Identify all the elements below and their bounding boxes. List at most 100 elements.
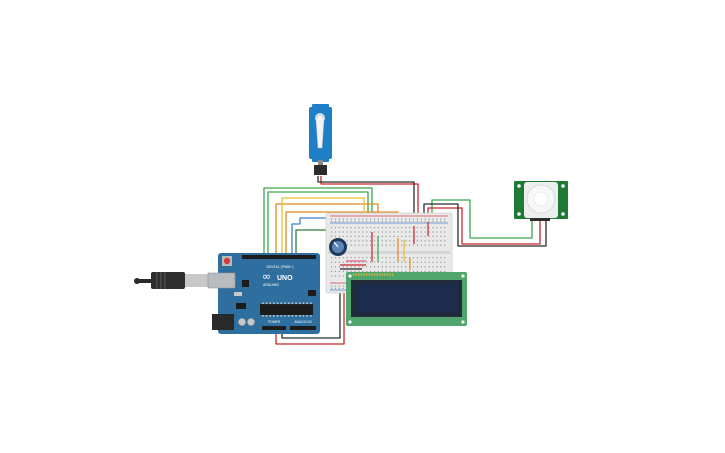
breadboard-hole [420, 235, 422, 237]
breadboard-hole [370, 240, 372, 242]
lcd-pin [366, 273, 368, 276]
breadboard-hole [424, 240, 426, 242]
breadboard-hole [424, 261, 426, 263]
breadboard-hole [440, 257, 442, 259]
breadboard-hole [334, 261, 337, 263]
breadboard-hole [350, 266, 352, 268]
lcd-pin [376, 273, 378, 276]
chip-pin [273, 302, 275, 305]
breadboard-hole [377, 266, 379, 268]
breadboard-hole [362, 227, 364, 229]
breadboard-hole [346, 235, 348, 237]
icsp-header [308, 290, 316, 296]
breadboard-hole [432, 266, 434, 268]
wire-pir-black[interactable] [423, 203, 547, 247]
breadboard-hole [362, 261, 364, 263]
breadboard-hole [342, 261, 344, 263]
breadboard-hole [393, 257, 395, 259]
breadboard-hole [440, 240, 442, 242]
breadboard-rail-hole [346, 218, 348, 220]
wire-pir-red[interactable] [427, 207, 541, 245]
breadboard-hole [385, 235, 387, 237]
breadboard-hole [420, 231, 422, 233]
breadboard-hole [334, 275, 337, 277]
wire-yellow-1[interactable] [281, 197, 365, 256]
breadboard-hole [401, 235, 403, 237]
breadboard-rail-hole [428, 220, 430, 222]
chip-pin [262, 302, 264, 305]
breadboard-rail-hole [409, 220, 411, 222]
breadboard-rail-hole [338, 220, 340, 222]
breadboard-hole [409, 235, 411, 237]
breadboard-hole [389, 231, 391, 233]
breadboard-rail-hole [405, 220, 407, 222]
breadboard-hole [334, 270, 337, 272]
breadboard-rail-hole [401, 218, 403, 220]
breadboard-hole [331, 275, 333, 277]
breadboard-hole [377, 227, 379, 229]
breadboard-hole [362, 266, 364, 268]
lcd-pin [379, 273, 381, 276]
breadboard-rail-hole [409, 218, 411, 220]
wire-green-1[interactable] [263, 187, 373, 256]
servo-tab-bottom [312, 157, 329, 162]
breadboard-rail-hole [358, 220, 360, 222]
breadboard-hole [354, 261, 356, 263]
breadboard-hole [358, 261, 360, 263]
breadboard-hole [373, 261, 376, 263]
wire-pir-green[interactable] [431, 199, 533, 239]
pir-sensor[interactable] [514, 181, 568, 221]
breadboard-hole [346, 240, 348, 242]
power-header[interactable] [262, 326, 286, 330]
lcd-pin [392, 273, 394, 276]
usb-cable[interactable] [134, 272, 208, 289]
wire-green-2[interactable] [267, 191, 369, 256]
breadboard-hole [350, 261, 352, 263]
breadboard-hole [401, 257, 403, 259]
digital-header[interactable] [242, 255, 316, 259]
breadboard-rail-hole [377, 218, 379, 220]
breadboard-rail-hole [358, 218, 360, 220]
breadboard-hole [385, 261, 387, 263]
breadboard-hole [444, 266, 446, 268]
breadboard-hole [428, 261, 430, 263]
breadboard-hole [420, 240, 422, 242]
usb-plug-metal [185, 274, 208, 287]
pir-dome-inner [533, 191, 549, 207]
breadboard-hole [370, 270, 372, 272]
breadboard-hole [350, 244, 352, 246]
arduino-uno[interactable]: DIGITAL (PWM~) ∞ UNO ARDUINO POWER ANALO… [207, 253, 320, 334]
lcd-pin [386, 273, 389, 276]
wire-servo-black[interactable] [317, 176, 415, 224]
usb-plug-grip-1 [156, 272, 158, 289]
analog-header[interactable] [290, 326, 316, 330]
breadboard-rail-hole [416, 218, 418, 220]
breadboard-hole [432, 261, 434, 263]
usb-cable-wire [138, 279, 152, 283]
breadboard-rail-hole [334, 220, 337, 222]
breadboard-hole [412, 270, 415, 272]
breadboard-rail-hole [440, 220, 442, 222]
breadboard-hole [362, 244, 364, 246]
breadboard-hole [416, 266, 418, 268]
arduino-usb-port[interactable] [207, 272, 236, 289]
wire-servo-red[interactable] [320, 176, 419, 226]
breadboard-rail-hole [354, 218, 356, 220]
breadboard-hole [416, 257, 418, 259]
chip-pin [280, 315, 283, 317]
breadboard-rail-hole [373, 220, 376, 222]
breadboard-hole [393, 235, 395, 237]
arduino-power-jack[interactable] [212, 314, 234, 330]
breadboard-rail-hole [354, 220, 356, 222]
lcd-pin [389, 273, 391, 276]
breadboard-hole [358, 270, 360, 272]
breadboard-rail-hole [362, 218, 364, 220]
servo-motor[interactable] [309, 104, 332, 175]
breadboard-rail-hole [370, 220, 372, 222]
breadboard-rail-hole [342, 220, 344, 222]
breadboard-hole [346, 244, 348, 246]
reset-button[interactable] [223, 257, 231, 265]
potentiometer[interactable] [329, 238, 347, 256]
lcd-display[interactable] [346, 272, 467, 326]
